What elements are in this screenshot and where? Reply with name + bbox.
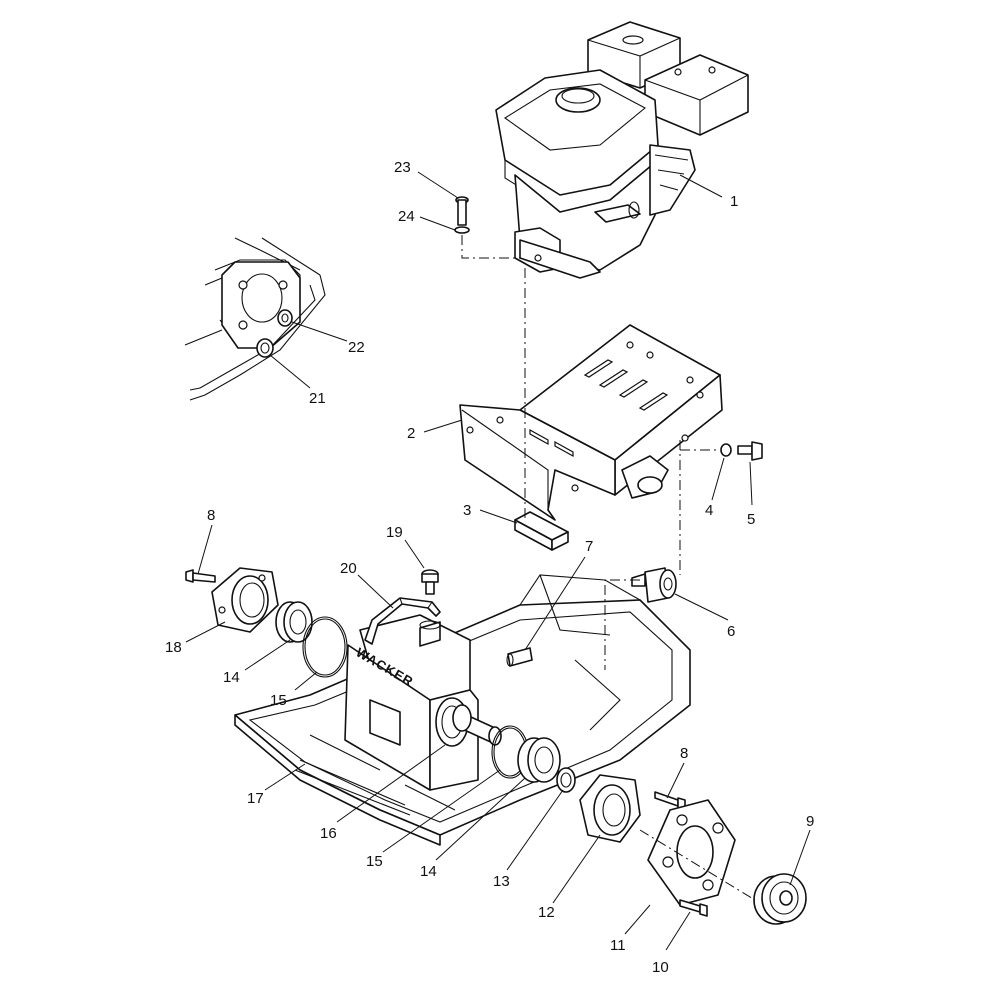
callout-23: 23	[394, 159, 411, 176]
stud	[506, 647, 533, 667]
engine-washer	[454, 226, 470, 234]
callout-14-right: 14	[420, 863, 437, 880]
handle-bolt	[421, 569, 439, 595]
callout-15-left: 15	[270, 692, 287, 709]
callout-6: 6	[727, 623, 735, 640]
engine	[495, 21, 749, 279]
callout-5: 5	[747, 511, 755, 528]
leader-lines	[185, 171, 811, 951]
pulley	[753, 873, 807, 925]
callout-10: 10	[652, 959, 669, 976]
callout-22: 22	[348, 339, 365, 356]
engine-mount-plate	[459, 324, 723, 521]
assembly-lines	[461, 235, 756, 901]
callout-12: 12	[538, 904, 555, 921]
callout-11: 11	[610, 937, 626, 954]
exciter-housing: WACKER	[344, 614, 479, 791]
callout-8-left: 8	[207, 507, 215, 524]
washer-and-bolt	[720, 441, 763, 461]
callout-24: 24	[398, 208, 415, 225]
spacer-ring	[556, 767, 576, 793]
callout-17: 17	[247, 790, 264, 807]
callout-14-left: 14	[223, 669, 240, 686]
callout-13: 13	[493, 873, 510, 890]
callout-19: 19	[386, 524, 403, 541]
callout-1: 1	[730, 193, 738, 210]
eccentric-shaft	[452, 704, 502, 746]
callout-7: 7	[585, 538, 593, 555]
callout-2: 2	[407, 425, 415, 442]
callout-20: 20	[340, 560, 357, 577]
callout-4: 4	[705, 502, 713, 519]
callout-labels: 1 2 3 4 5 6 7 8 8 9 10 11 12 13 14 14 15…	[165, 159, 814, 976]
inset-detail	[184, 237, 326, 401]
engine-bolt	[455, 196, 469, 226]
callout-3: 3	[463, 502, 471, 519]
callout-15-right: 15	[366, 853, 383, 870]
plate-bolt	[679, 899, 708, 917]
spacer-block	[514, 511, 569, 551]
callout-18: 18	[165, 639, 182, 656]
callout-9: 9	[806, 813, 814, 830]
callout-21: 21	[309, 390, 326, 407]
shock-mount	[631, 567, 677, 603]
left-o-ring	[302, 616, 348, 678]
right-flange	[579, 774, 641, 843]
pulley-plate	[647, 799, 736, 906]
callout-8-right: 8	[680, 745, 688, 762]
right-bearing	[517, 737, 561, 783]
left-flange	[211, 567, 279, 633]
callout-16: 16	[320, 825, 337, 842]
left-bolt	[185, 569, 216, 583]
left-bearing	[275, 601, 313, 643]
